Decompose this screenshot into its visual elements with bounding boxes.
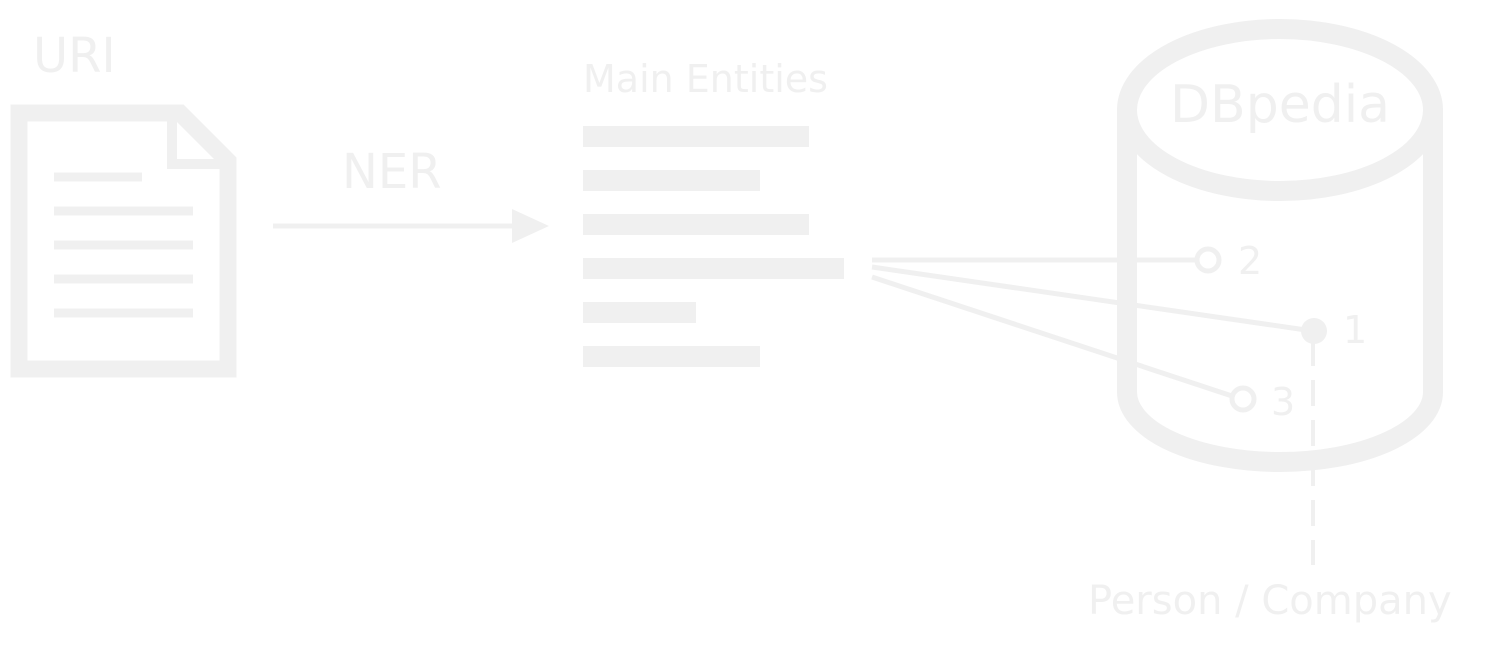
node-1-label: 1: [1343, 308, 1367, 352]
candidate-node-2: [1194, 246, 1222, 274]
entity-list-icon: [583, 126, 844, 367]
entity-bar: [583, 126, 809, 147]
connector-line-1: [871, 264, 1307, 333]
entity-bar: [583, 302, 696, 323]
document-icon: [10, 104, 237, 378]
entity-bar: [583, 214, 809, 235]
node-3-label: 3: [1271, 380, 1295, 424]
entity-bar: [583, 170, 760, 191]
database-cylinder-icon: [1117, 19, 1443, 472]
entity-bar: [583, 258, 844, 279]
candidate-node-1: [1301, 318, 1327, 344]
node-2-label: 2: [1238, 239, 1262, 283]
connector-lines: [871, 257, 1307, 399]
main-entities-label: Main Entities: [583, 57, 828, 101]
dbpedia-label: DBpedia: [1170, 75, 1390, 135]
uri-label: URI: [33, 28, 116, 84]
connector-line-3: [871, 274, 1233, 399]
entity-bar: [583, 346, 760, 367]
type-label: Person / Company: [1088, 578, 1452, 624]
arrow-icon: [273, 209, 549, 243]
ner-label: NER: [342, 144, 442, 200]
candidate-node-3: [1229, 385, 1257, 413]
